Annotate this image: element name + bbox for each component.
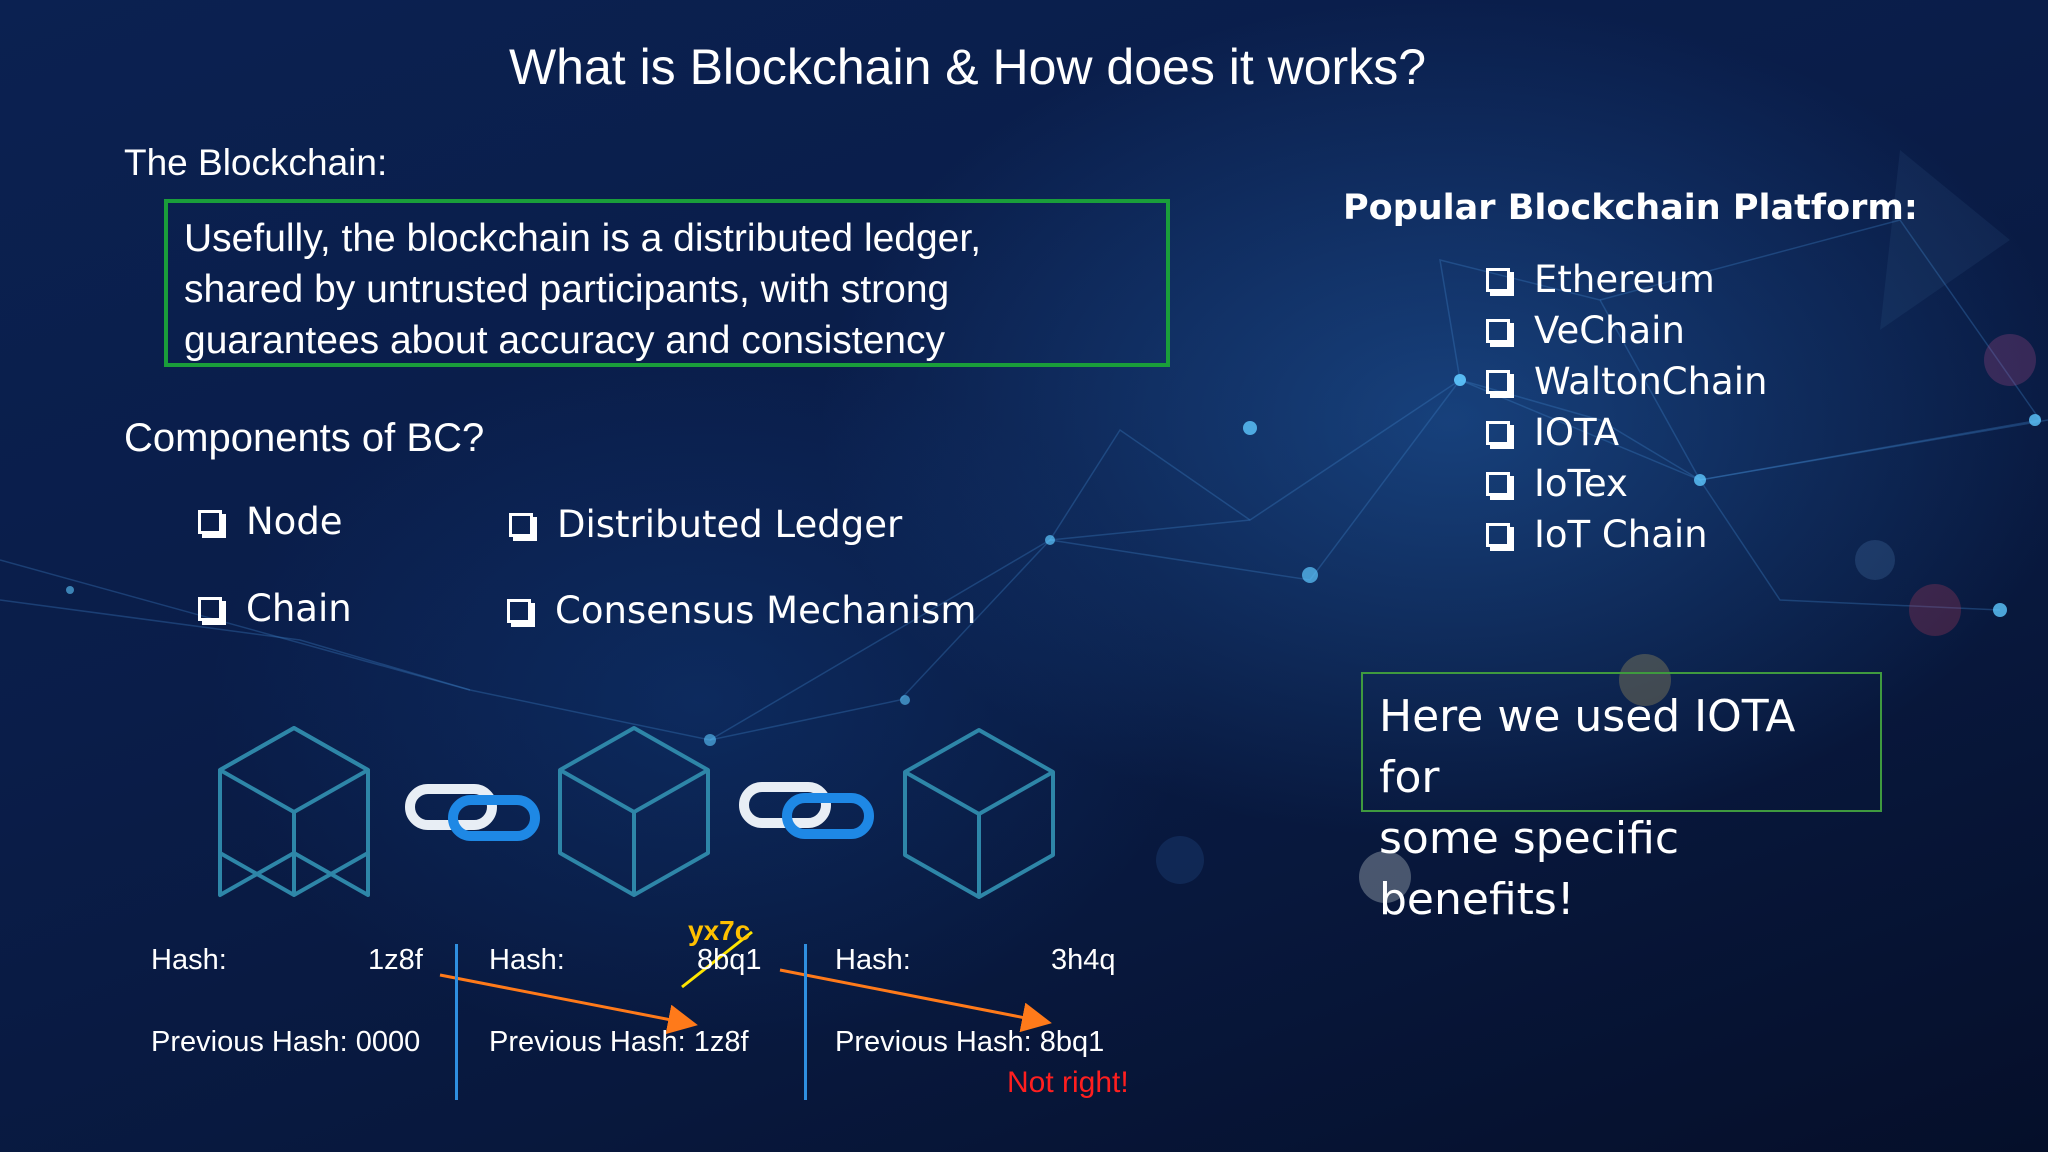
checkbox-icon [198,509,222,534]
definition-line: guarantees about accuracy and consistenc… [184,319,945,362]
previous-hash: Previous Hash: 1z8f [489,1026,749,1058]
iota-note-box: Here we used IOTA for some specific bene… [1361,672,1882,925]
block-divider [455,944,458,1100]
checkbox-icon [507,598,531,623]
component-label: Consensus Mechanism [555,589,977,632]
checkbox-icon [1486,522,1510,547]
components-heading: Components of BC? [124,416,485,460]
hash-label: Hash: [835,944,911,976]
platform-label: IoT Chain [1534,513,1708,556]
hash-value: 1z8f [368,944,423,976]
platform-item: Ethereum [1486,258,1715,301]
hash-label: Hash: [489,944,565,976]
block-divider [804,944,807,1100]
blockchain-label: The Blockchain: [124,142,388,183]
arrow-icon [439,973,698,1035]
previous-hash: Previous Hash: 0000 [151,1026,421,1058]
hash-value: 8bq1 [697,944,762,976]
tampered-hash: yx7c [688,915,751,946]
chain-link-icon [405,784,540,841]
platform-item: WaltonChain [1486,360,1767,403]
block-cube-icon [558,726,710,897]
component-label: Distributed Ledger [557,503,903,546]
definition-box: Usefully, the blockchain is a distribute… [164,199,1170,367]
platform-item: IOTA [1486,411,1619,454]
checkbox-icon [509,512,533,537]
arrow-icon [779,968,1052,1033]
platform-label: IOTA [1534,411,1620,454]
checkbox-icon [198,596,222,621]
block-cube-icon [903,728,1055,899]
definition-line: Usefully, the blockchain is a distribute… [184,217,982,260]
chain-link-icon [739,782,874,839]
checkbox-icon [1486,471,1510,496]
checkbox-icon [1486,420,1510,445]
definition-line: shared by untrusted participants, with s… [184,268,950,311]
platform-label: WaltonChain [1534,360,1768,403]
platform-label: IoTex [1534,462,1628,505]
warning-text: Not right! [1007,1066,1129,1099]
component-item: Distributed Ledger [509,503,902,546]
checkbox-icon [1486,369,1510,394]
component-label: Chain [246,587,352,630]
platform-item: IoT Chain [1486,513,1708,556]
platform-item: VeChain [1486,309,1685,352]
platform-label: Ethereum [1534,258,1715,301]
checkbox-icon [1486,267,1510,292]
hash-value: 3h4q [1051,944,1116,976]
checkbox-icon [1486,318,1510,343]
tamper-strike [681,930,753,989]
iota-note-line: Here we used IOTA for [1379,691,1796,803]
previous-hash: Previous Hash: 8bq1 [835,1026,1105,1058]
hash-label: Hash: [151,944,227,976]
component-label: Node [246,500,343,543]
platform-item: IoTex [1486,462,1628,505]
component-item: Consensus Mechanism [507,589,976,632]
iota-note-line: some specific benefits! [1379,813,1680,925]
platform-label: VeChain [1534,309,1685,352]
component-item: Node [198,500,343,543]
platform-heading: Popular Blockchain Platform: [1343,188,1918,228]
component-item: Chain [198,587,352,630]
block-cube-icon [218,726,370,897]
slide-title: What is Blockchain & How does it works? [508,39,1427,95]
